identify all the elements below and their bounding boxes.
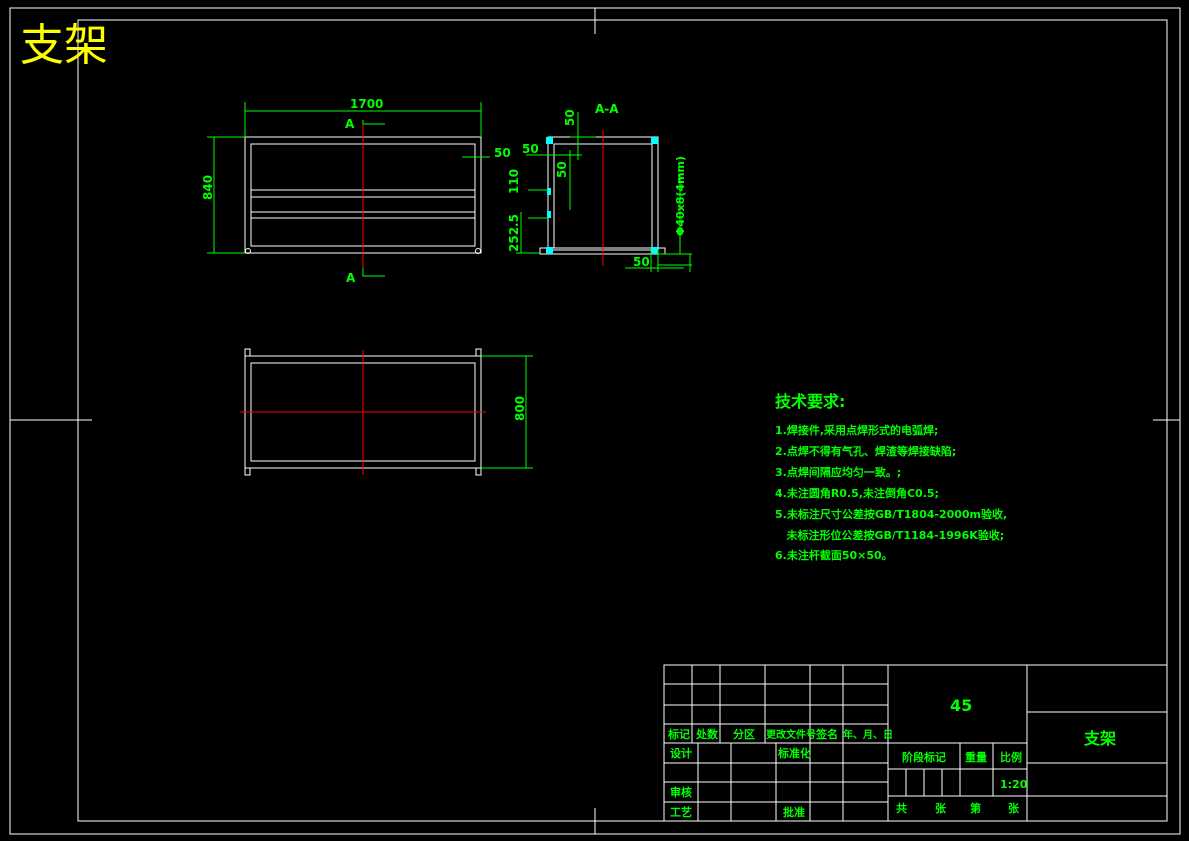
section-mark-bottom: A (346, 271, 356, 285)
front-dim-width: 1700 (350, 97, 383, 111)
tech-item: 2.点焊不得有气孔、焊渣等焊接缺陷; (775, 444, 956, 458)
header-change-doc: 更改文件号 (766, 728, 816, 741)
tech-item: 5.未标注尺寸公差按GB/T1804-2000m验收, (775, 507, 1007, 521)
label-process: 工艺 (670, 805, 692, 819)
sheets-unit: 张 (935, 801, 947, 815)
tech-item: 1.焊接件,采用点焊形式的电弧焊; (775, 423, 938, 437)
tech-item: 6.未注杆截面50×50。 (775, 548, 893, 562)
section-dim-252: 252.5 (507, 214, 521, 252)
front-dim-offset: 50 (494, 146, 511, 160)
front-dim-height: 840 (201, 175, 215, 200)
tech-requirements: 技术要求: 1.焊接件,采用点焊形式的电弧焊; 2.点焊不得有气孔、焊渣等焊接缺… (775, 392, 1007, 562)
sheets-total: 共 (896, 801, 907, 815)
header-sign: 签名 (815, 727, 838, 741)
top-view: 800 (240, 348, 533, 476)
label-design: 设计 (670, 746, 692, 760)
label-review: 审核 (670, 785, 692, 799)
section-dim-inner: 50 (555, 161, 569, 178)
header-zone: 分区 (733, 727, 755, 741)
drawing-title: 支架 (20, 20, 108, 71)
top-dim-depth: 800 (513, 396, 527, 421)
tech-heading: 技术要求: (775, 392, 845, 411)
section-dim-left: 50 (522, 142, 539, 156)
material-value: 45 (950, 696, 972, 715)
label-stage-mark: 阶段标记 (902, 750, 946, 764)
header-date: 年、月、日 (843, 728, 893, 741)
header-count: 处数 (695, 727, 719, 741)
section-label: A-A (595, 102, 619, 116)
sheet-unit: 张 (1008, 801, 1020, 815)
label-weight: 重量 (965, 750, 987, 764)
section-dim-bottom: 50 (633, 255, 650, 269)
scale-value: 1:20 (1000, 778, 1028, 791)
label-standardize: 标准化 (777, 746, 811, 760)
section-view: A-A 50 50 50 110 252.5 50 Φ40x8(4mm) (507, 102, 692, 272)
section-dim-top: 50 (563, 109, 577, 126)
section-dim-pipe: Φ40x8(4mm) (674, 156, 687, 236)
sheet-no: 第 (970, 801, 981, 815)
label-approve: 批准 (783, 805, 805, 819)
section-mark-top: A (345, 117, 355, 131)
header-mark: 标记 (667, 727, 690, 741)
tech-item: 4.未注圆角R0.5,未注倒角C0.5; (775, 486, 939, 500)
label-scale: 比例 (1000, 750, 1022, 764)
sheet-frame (9, 7, 1181, 835)
tech-item: 3.点焊间隔应均匀一致。; (775, 465, 901, 479)
title-block: 45 支架 标记 处数 分区 更改文件号 签名 年、月、日 设计 标准化 审核 … (663, 664, 1168, 822)
part-name: 支架 (1083, 729, 1116, 748)
tech-item: 未标注形位公差按GB/T1184-1996K验收; (775, 528, 1004, 542)
front-view: A A 1700 840 50 (201, 97, 511, 285)
section-dim-110: 110 (507, 169, 521, 194)
